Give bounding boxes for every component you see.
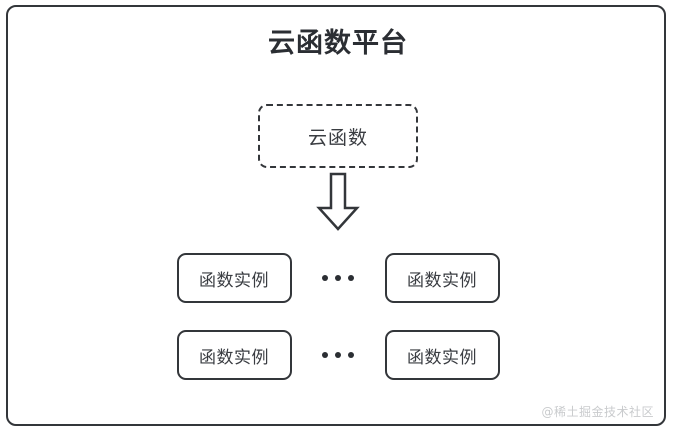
ellipsis-dot (322, 352, 328, 358)
function-instance-box: 函数实例 (384, 330, 500, 380)
function-instance-box: 函数实例 (176, 253, 292, 303)
cloud-function-box: 云函数 (258, 104, 418, 168)
ellipsis-icon (292, 330, 385, 380)
ellipsis-dot (348, 352, 354, 358)
ellipsis-icon (292, 253, 385, 303)
function-instance-box: 函数实例 (384, 253, 500, 303)
cloud-function-label: 云函数 (307, 126, 368, 149)
ellipsis-dot (322, 275, 328, 281)
function-instance-label: 函数实例 (199, 347, 269, 368)
down-arrow-icon (313, 172, 363, 232)
function-instance-label: 函数实例 (407, 270, 477, 291)
ellipsis-dot (335, 352, 341, 358)
page-title: 云函数平台 (268, 28, 408, 59)
function-instance-label: 函数实例 (407, 347, 477, 368)
function-instance-label: 函数实例 (199, 270, 269, 291)
ellipsis-dot (335, 275, 341, 281)
function-instance-box: 函数实例 (176, 330, 292, 380)
instance-row-2: 函数实例 函数实例 (0, 330, 676, 380)
watermark: @稀土掘金技术社区 (541, 405, 654, 419)
ellipsis-dot (348, 275, 354, 281)
instance-row-1: 函数实例 函数实例 (0, 253, 676, 303)
